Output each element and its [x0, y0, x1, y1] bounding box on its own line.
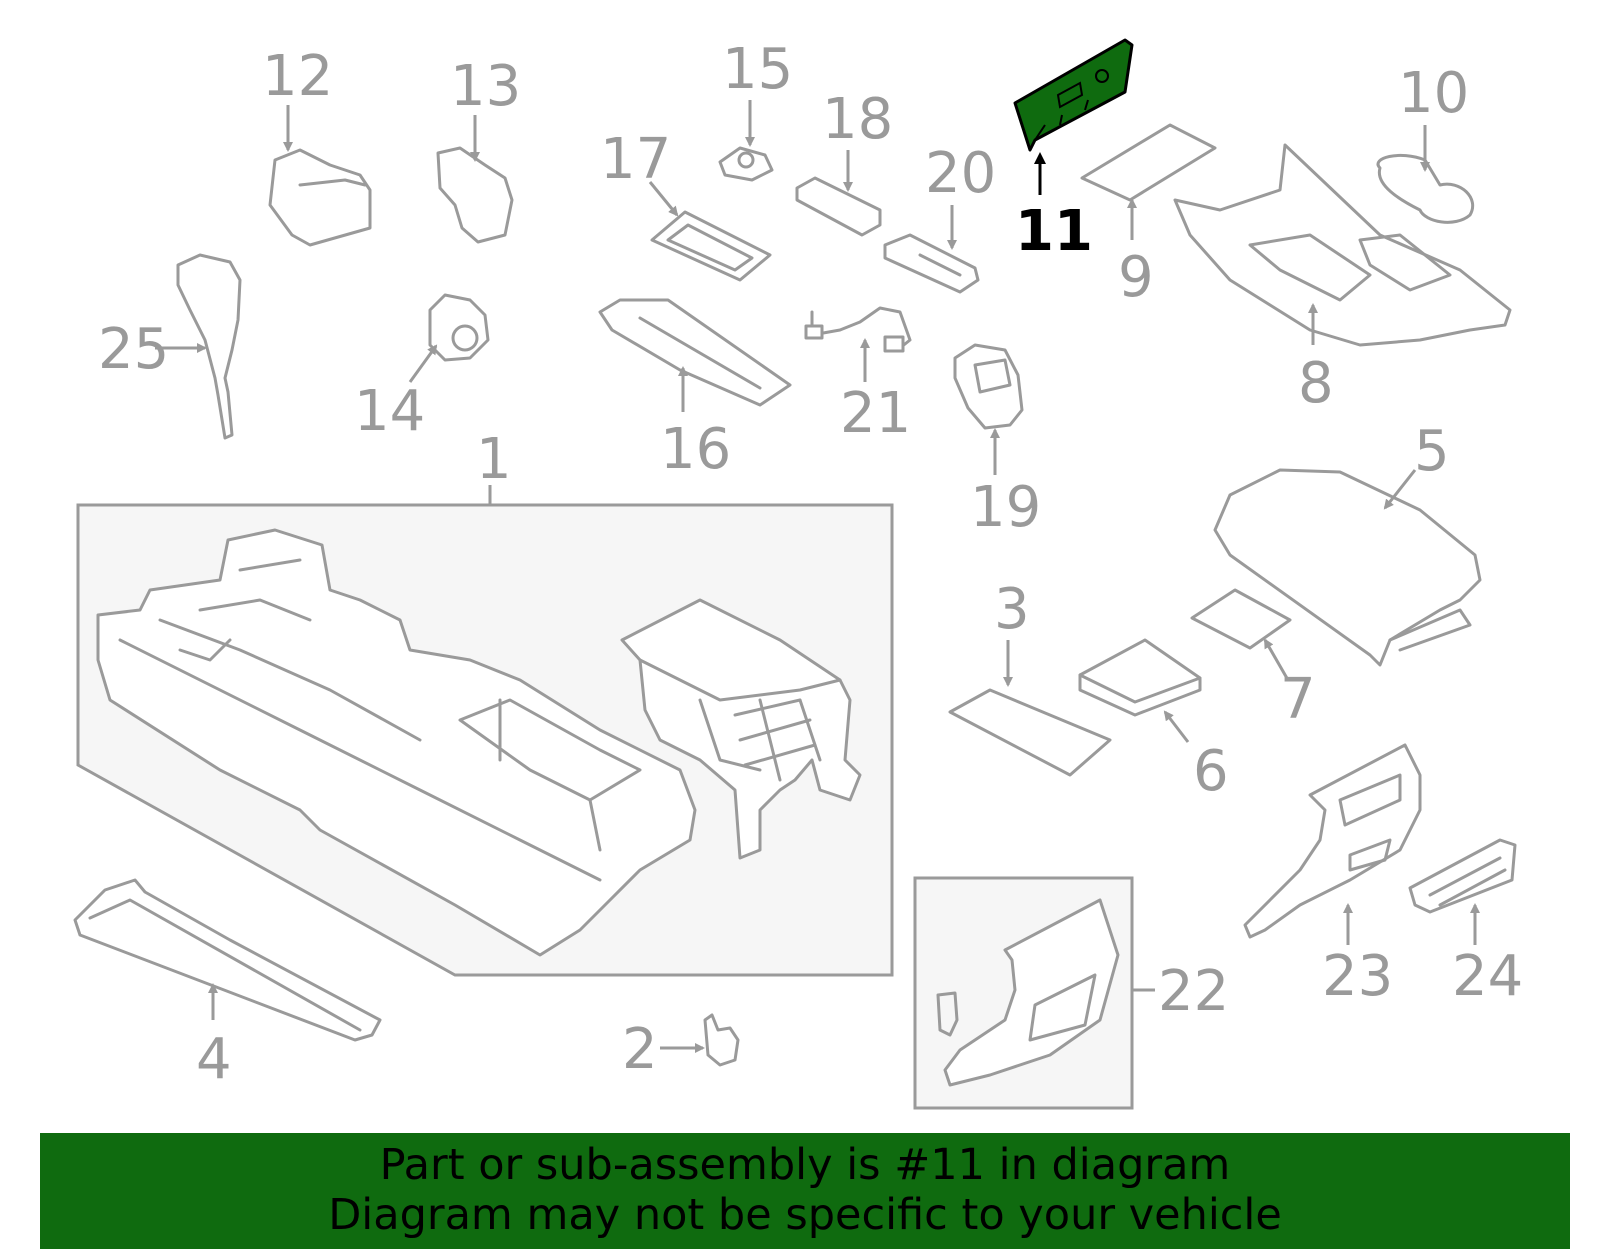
label-11: 11	[1015, 199, 1093, 264]
part-17-tray	[650, 210, 772, 282]
label-19: 19	[970, 475, 1041, 540]
label-8: 8	[1298, 351, 1334, 416]
label-4: 4	[196, 1027, 232, 1092]
label-10: 10	[1398, 61, 1469, 126]
label-25: 25	[98, 317, 169, 382]
part-21-harness	[804, 306, 912, 353]
label-17: 17	[600, 127, 671, 192]
part-14-knob	[428, 293, 490, 362]
banner-line-2: Diagram may not be specific to your vehi…	[328, 1190, 1282, 1240]
label-1: 1	[476, 427, 512, 492]
part-9-cover	[1080, 123, 1217, 202]
part-3-pad	[948, 688, 1112, 777]
part-18-switch	[795, 176, 882, 237]
label-14: 14	[354, 379, 425, 444]
label-22: 22	[1158, 959, 1229, 1024]
label-23: 23	[1322, 944, 1393, 1009]
part-16-trim	[598, 298, 792, 407]
label-12: 12	[262, 44, 333, 109]
info-banner: Part or sub-assembly is #11 in diagram D…	[40, 1133, 1570, 1249]
part-23-bezel	[1243, 743, 1422, 939]
part-8-shifter-panel	[1173, 143, 1512, 347]
part-6-tray	[1078, 638, 1202, 717]
part-13-bracket	[436, 146, 514, 244]
banner-line-1: Part or sub-assembly is #11 in diagram	[379, 1140, 1231, 1190]
label-16: 16	[660, 417, 731, 482]
label-20: 20	[925, 141, 996, 206]
label-21: 21	[840, 381, 911, 446]
part-24-switch	[1408, 838, 1517, 914]
label-9: 9	[1118, 245, 1154, 310]
part-20-switch	[883, 233, 980, 294]
part-25-shift-knob	[176, 253, 242, 440]
part-19-switch-unit	[953, 343, 1024, 430]
part-15-clip	[718, 146, 774, 182]
label-3: 3	[994, 577, 1030, 642]
part-1-console-box	[76, 503, 894, 977]
label-13: 13	[450, 54, 521, 119]
part-2-clip	[703, 1013, 740, 1067]
label-7: 7	[1280, 667, 1316, 732]
part-12-cover	[268, 148, 372, 247]
part-5-armrest-lid	[1213, 468, 1482, 667]
label-6: 6	[1193, 739, 1229, 804]
part-22-panel-box	[913, 876, 1134, 1110]
label-18: 18	[822, 87, 893, 152]
part-11-highlighted[interactable]	[1013, 38, 1134, 152]
part-7-mat	[1190, 588, 1292, 650]
label-2: 2	[622, 1017, 658, 1082]
label-5: 5	[1414, 419, 1450, 484]
part-10-cup-holder	[1376, 153, 1475, 224]
label-15: 15	[722, 37, 793, 102]
label-24: 24	[1452, 944, 1523, 1009]
